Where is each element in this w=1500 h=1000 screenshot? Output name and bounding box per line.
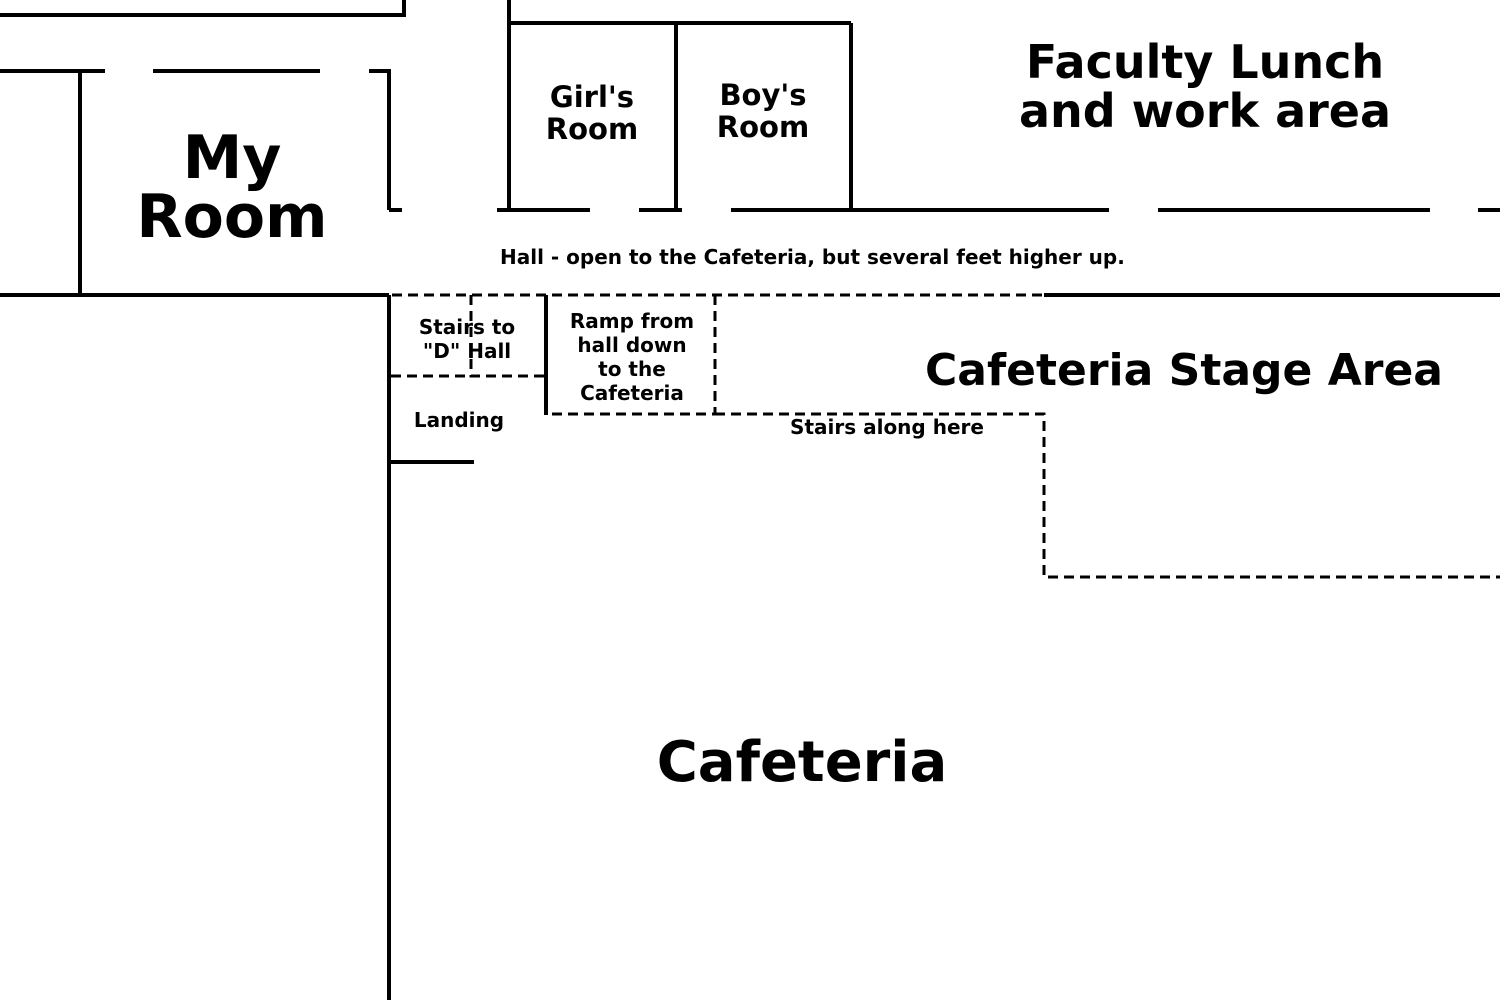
- upper-left-room-wall: [0, 0, 406, 17]
- stage-edge-dashed-line: [715, 412, 1500, 579]
- girls-room-label-line: Room: [546, 112, 638, 146]
- my-room-top-wall-segment: [369, 69, 391, 210]
- faculty-area-label: Faculty Lunch: [1026, 35, 1384, 89]
- stairs-d-hall-label: Stairs to: [419, 315, 515, 339]
- boys-room-label-line: Boy's: [719, 78, 806, 112]
- ramp-label-line: hall down: [577, 333, 686, 357]
- stairs-d-hall-label-line: Stairs to: [419, 315, 515, 339]
- my-room-label: My: [183, 123, 282, 193]
- stairs-d-hall-label: "D" Hall: [423, 339, 511, 363]
- stage-area-label: Cafeteria Stage Area: [925, 345, 1443, 396]
- stairs-d-hall-outline: [469, 295, 546, 378]
- my-room-label-line: Room: [136, 182, 327, 252]
- ramp-label-line: to the: [598, 357, 666, 381]
- landing-label: Landing: [414, 408, 504, 432]
- girls-room-label: Girl's: [550, 80, 634, 114]
- stairs-d-hall-label-line: "D" Hall: [423, 339, 511, 363]
- my-room-label-line: My: [183, 123, 282, 193]
- girls-room-label-line: Girl's: [550, 80, 634, 114]
- stage-stairs-label: Stairs along here: [790, 415, 984, 439]
- girls-room-label: Room: [546, 112, 638, 146]
- my-room-label: Room: [136, 182, 327, 252]
- ramp-label: hall down: [577, 333, 686, 357]
- level-change-lines: [391, 293, 1500, 579]
- ramp-label: Ramp from: [570, 309, 694, 333]
- ramp-label: Cafeteria: [580, 381, 684, 405]
- ramp-label: to the: [598, 357, 666, 381]
- hall-label: Hall - open to the Cafeteria, but severa…: [500, 245, 1125, 269]
- faculty-area-label-line: Faculty Lunch: [1026, 35, 1384, 89]
- boys-room-label: Boy's: [719, 78, 806, 112]
- faculty-area-label-line: and work area: [1019, 84, 1391, 138]
- room-labels: My Room Girl's Room Boy's Room Faculty L…: [136, 35, 1443, 795]
- cafeteria-label: Cafeteria: [657, 730, 948, 795]
- ramp-label-line: Cafeteria: [580, 381, 684, 405]
- boys-room-label: Room: [717, 110, 809, 144]
- faculty-area-label: and work area: [1019, 84, 1391, 138]
- ramp-label-line: Ramp from: [570, 309, 694, 333]
- boys-room-label-line: Room: [717, 110, 809, 144]
